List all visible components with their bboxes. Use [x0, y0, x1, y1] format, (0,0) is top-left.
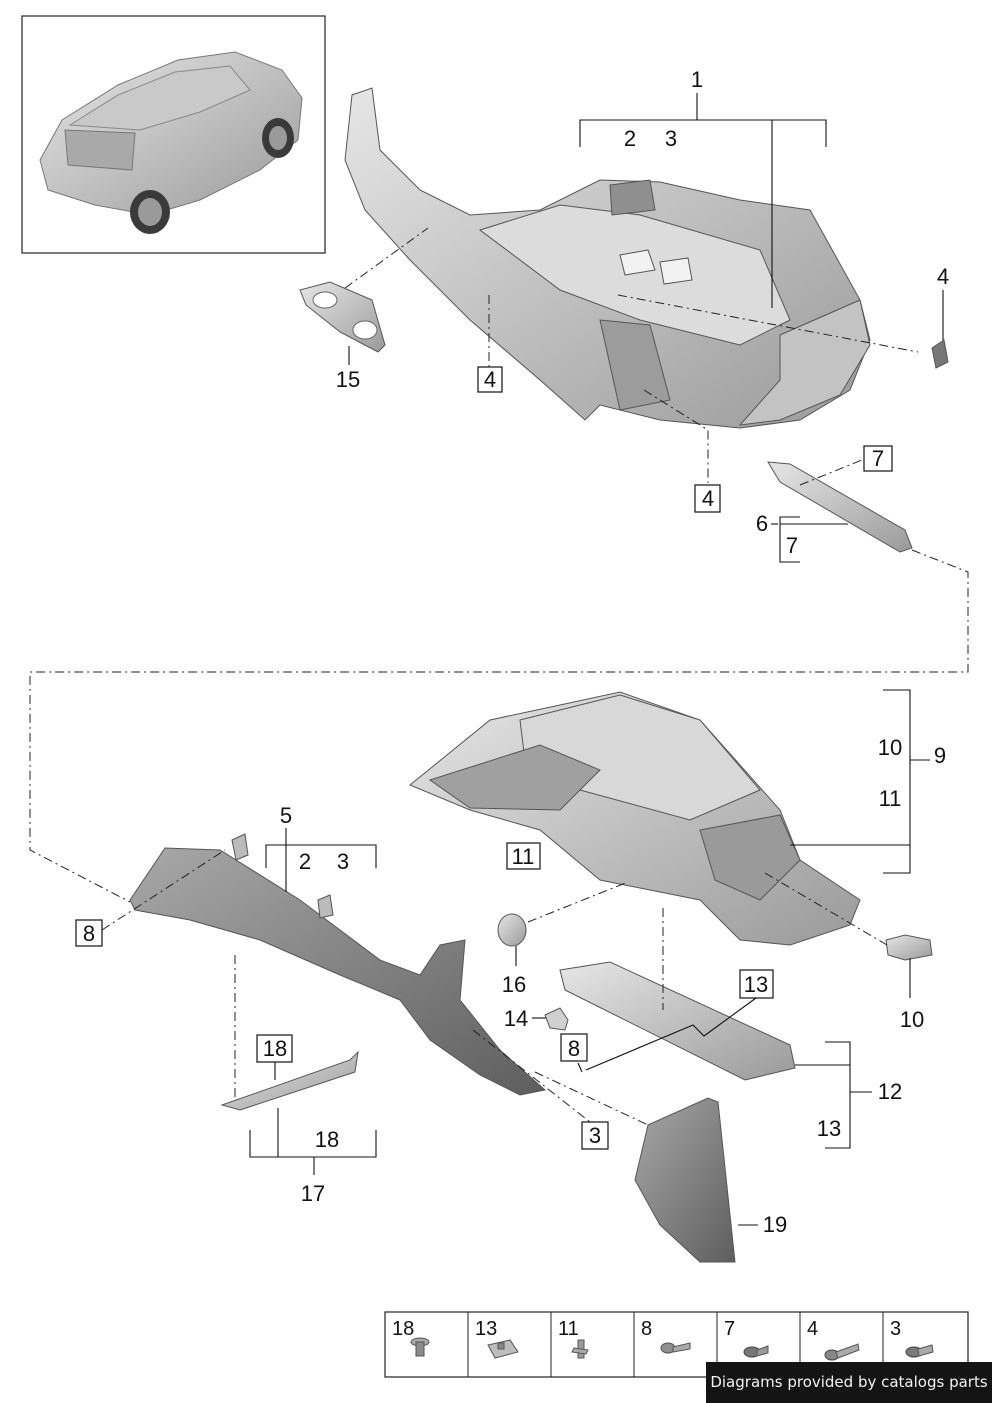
leader-lines — [249, 93, 944, 1226]
clip-part-4 — [931, 339, 949, 369]
label-8: 8 — [83, 921, 95, 946]
label-11: 11 — [879, 786, 902, 811]
label-3: 3 — [337, 849, 349, 874]
spreading-clip-icon — [571, 1339, 589, 1359]
label-10: 10 — [878, 735, 902, 760]
trim-strip-part-6 — [767, 461, 913, 553]
label-11: 11 — [512, 844, 535, 869]
vehicle-thumbnail — [21, 15, 326, 254]
table-cell-label: 18 — [392, 1318, 414, 1340]
screw-icon — [660, 1342, 691, 1354]
dashboard-carrier-part — [344, 87, 871, 429]
label-8: 8 — [568, 1036, 580, 1061]
lock-cylinder-part-10 — [885, 934, 933, 961]
table-cell-label: 3 — [890, 1318, 901, 1340]
trim-strip-part-18 — [220, 1050, 359, 1111]
label-17: 17 — [301, 1181, 325, 1206]
label-1: 1 — [691, 67, 703, 92]
tree-clip-icon — [905, 1344, 934, 1358]
glove-box-lid-inner-part-12 — [559, 961, 796, 1081]
air-vent-bezel-part — [299, 281, 386, 353]
cap-part-14 — [544, 1007, 569, 1031]
cover-disc-part-16 — [497, 913, 527, 947]
label-14: 14 — [504, 1006, 528, 1031]
dash-dot-connectors — [29, 227, 969, 1126]
table-cell-label: 11 — [558, 1318, 579, 1340]
credit-banner: Diagrams provided by catalogs parts — [706, 1362, 992, 1403]
label-18: 18 — [263, 1036, 287, 1061]
label-13: 13 — [744, 972, 768, 997]
table-cell-label: 8 — [641, 1318, 652, 1340]
table-cell-label: 13 — [475, 1318, 497, 1340]
label-6: 6 — [756, 511, 768, 536]
lower-trim-part-5 — [129, 833, 547, 1096]
label-5: 5 — [280, 803, 292, 828]
push-rivet-icon — [410, 1337, 430, 1357]
callout-numbers: 1 2 3 4 4 15 4 7 6 7 10 9 11 5 2 3 11 8 … — [83, 67, 949, 1237]
table-cell-label: 4 — [807, 1318, 818, 1340]
label-2: 2 — [624, 126, 636, 151]
label-16: 16 — [502, 972, 526, 997]
label-3: 3 — [589, 1123, 601, 1148]
label-4: 4 — [702, 486, 714, 511]
label-9: 9 — [934, 743, 946, 768]
glove-box-lid-part-19 — [634, 1097, 736, 1263]
label-18: 18 — [315, 1127, 339, 1152]
label-15: 15 — [336, 367, 360, 392]
clip-nut-icon — [487, 1339, 519, 1359]
label-7: 7 — [872, 446, 884, 471]
expanding-rivet-icon — [824, 1343, 860, 1361]
label-10: 10 — [900, 1007, 924, 1032]
label-4: 4 — [484, 367, 496, 392]
label-2: 2 — [299, 849, 311, 874]
label-19: 19 — [763, 1212, 787, 1237]
label-4: 4 — [937, 264, 949, 289]
label-3: 3 — [665, 126, 677, 151]
label-13: 13 — [817, 1116, 841, 1141]
push-button-clip-icon — [743, 1345, 769, 1358]
label-7: 7 — [786, 533, 798, 558]
label-12: 12 — [878, 1079, 902, 1104]
boxed-callouts — [75, 366, 893, 1150]
table-cell-label: 7 — [724, 1318, 735, 1340]
glove-box-housing-part — [409, 691, 861, 946]
